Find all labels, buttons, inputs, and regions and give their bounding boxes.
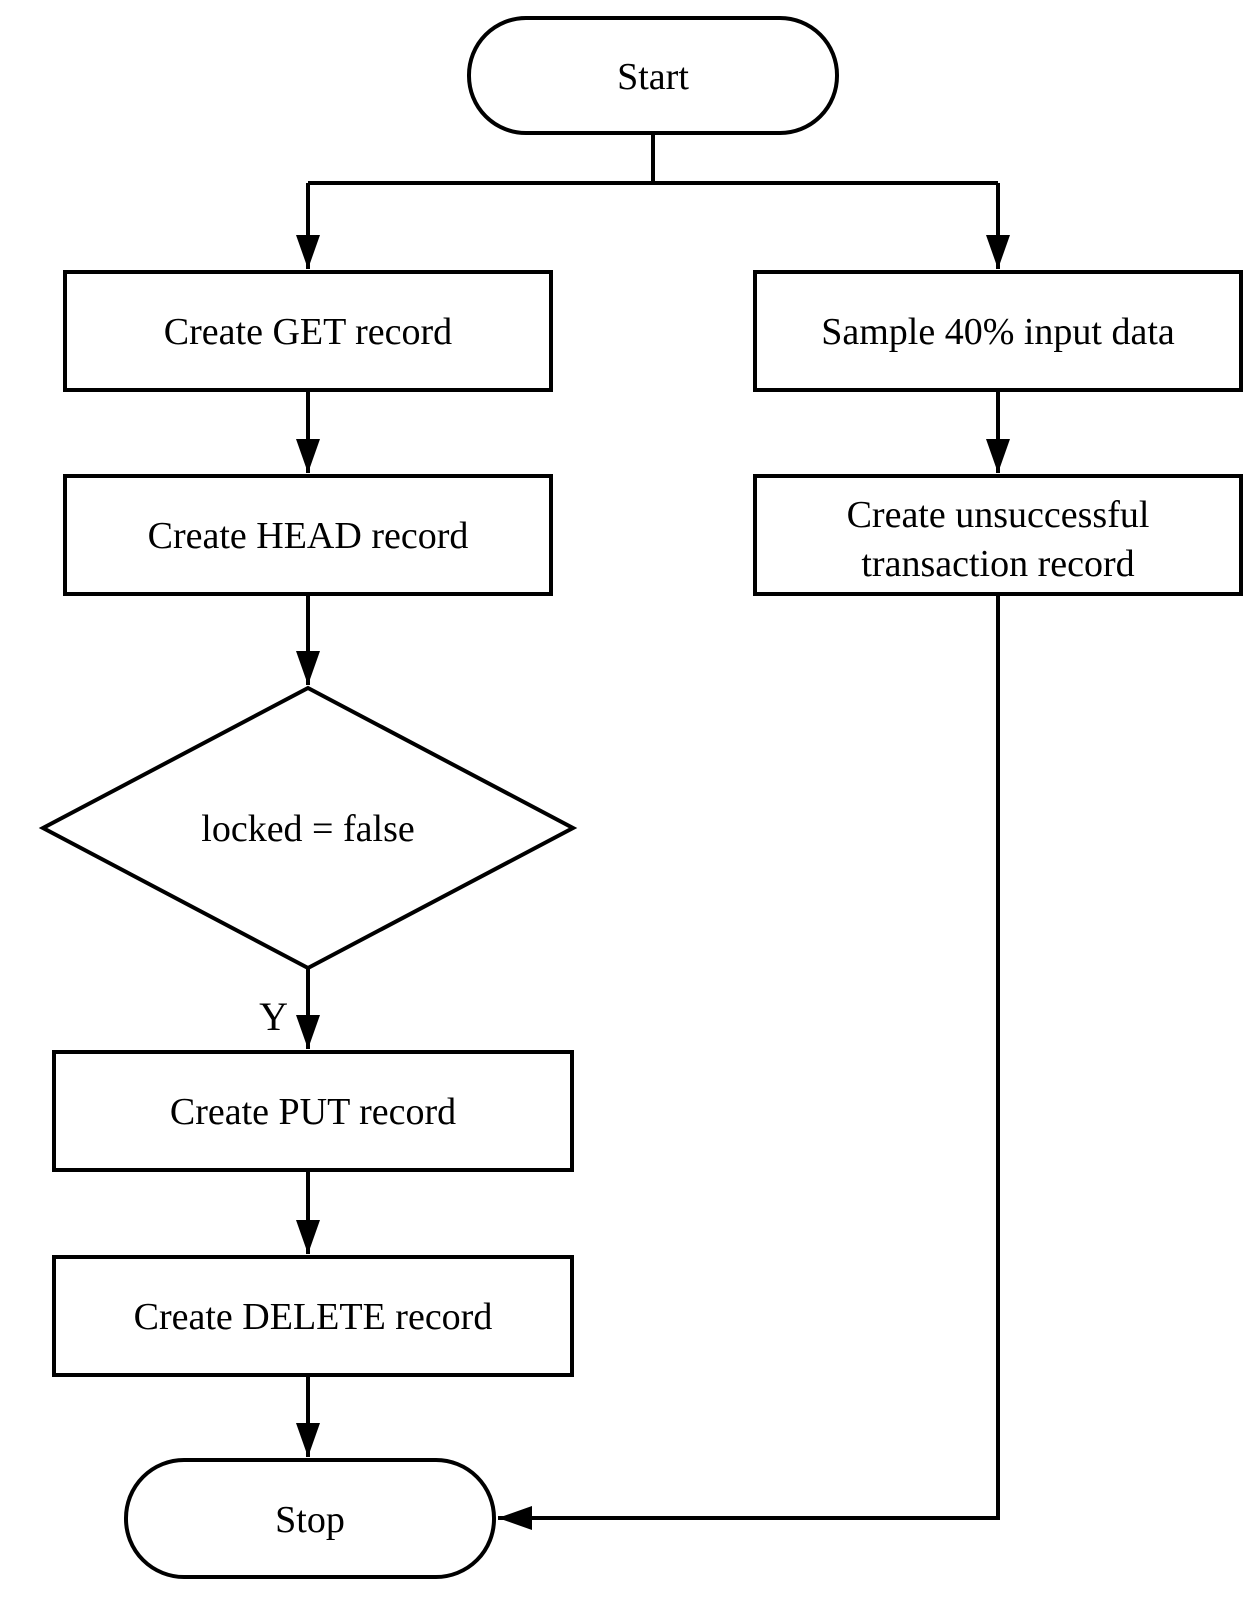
- decision-yes-label: Y: [259, 994, 288, 1039]
- stop-terminator-shape: [124, 1458, 496, 1579]
- edge-unsuccessful-to-stop: [498, 594, 1000, 1530]
- node-stop: Stop: [124, 1458, 496, 1579]
- create-get-process-shape: [63, 270, 553, 392]
- create-unsuccessful-process-shape: [753, 474, 1243, 596]
- node-locked-decision: locked = false: [38, 685, 578, 971]
- start-label: Start: [617, 56, 689, 98]
- sample-input-process-shape: [753, 270, 1243, 392]
- create-get-label: Create GET record: [164, 311, 452, 353]
- start-terminator-shape: [467, 16, 839, 135]
- sample-input-label: Sample 40% input data: [821, 311, 1175, 353]
- create-delete-process-shape: [52, 1255, 574, 1377]
- stop-label: Stop: [275, 1499, 345, 1541]
- node-create-unsuccessful: Create unsuccessful transaction record: [753, 474, 1243, 596]
- node-create-get: Create GET record: [63, 270, 553, 392]
- locked-decision-label: locked = false: [201, 808, 414, 850]
- locked-decision-diamond-shape: [38, 685, 578, 971]
- create-delete-label: Create DELETE record: [134, 1296, 493, 1338]
- create-unsuccessful-label-line2: transaction record: [861, 543, 1134, 585]
- node-create-head: Create HEAD record: [63, 474, 553, 596]
- node-sample-input: Sample 40% input data: [753, 270, 1243, 392]
- create-put-label: Create PUT record: [170, 1091, 456, 1133]
- create-put-process-shape: [52, 1050, 574, 1172]
- node-create-put: Create PUT record: [52, 1050, 574, 1172]
- node-create-delete: Create DELETE record: [52, 1255, 574, 1377]
- create-head-process-shape: [63, 474, 553, 596]
- create-head-label: Create HEAD record: [148, 515, 469, 557]
- node-start: Start: [467, 16, 839, 135]
- create-unsuccessful-label-line1: Create unsuccessful: [847, 494, 1150, 536]
